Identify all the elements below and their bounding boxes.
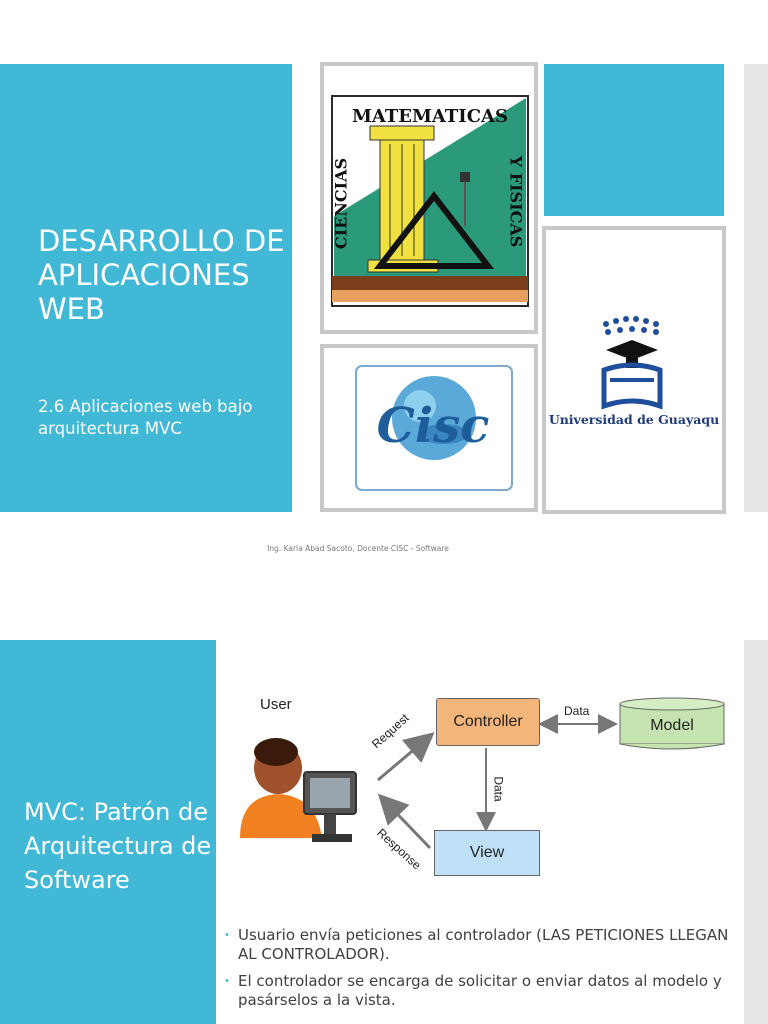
title-panel-2 bbox=[0, 640, 216, 1024]
bullet-dot-icon: • bbox=[224, 976, 230, 987]
bullet-item: • Usuario envía peticiones al controlador… bbox=[222, 926, 732, 964]
cisc-logo bbox=[355, 365, 513, 491]
cisc-logo-frame: Cisc bbox=[320, 344, 538, 512]
math-physics-logo bbox=[331, 95, 529, 307]
data-label-horizontal: Data bbox=[564, 704, 590, 718]
university-logo bbox=[601, 316, 663, 410]
model-box-label: Model bbox=[650, 717, 694, 734]
title-panel bbox=[0, 64, 292, 512]
bullet-text: Usuario envía peticiones al controlador … bbox=[238, 926, 729, 963]
bullet-text: El controlador se encarga de solicitar o… bbox=[238, 972, 722, 1009]
slide-title: DESARROLLO DE APLICACIONES WEB bbox=[38, 224, 285, 326]
university-logo-text: Universidad de Guayaqu bbox=[548, 412, 720, 427]
bullet-list: • Usuario envía peticiones al controlador… bbox=[222, 926, 732, 1018]
math-physics-logo-frame: MATEMATICAS CIENCIAS Y FISICAS bbox=[320, 62, 538, 334]
mvc-diagram: Controller Model View User Request Respo… bbox=[230, 688, 730, 888]
university-logo-frame: Universidad de Guayaqu bbox=[542, 226, 726, 514]
slide2-edge-bar bbox=[744, 640, 768, 1024]
controller-box: Controller bbox=[436, 698, 540, 746]
slide-edge-bar bbox=[744, 64, 768, 512]
cisc-logo-text: Cisc bbox=[376, 398, 490, 454]
model-cylinder bbox=[619, 697, 725, 750]
logo-top-text: MATEMATICAS bbox=[351, 106, 509, 127]
user-label: User bbox=[260, 696, 292, 713]
bullet-dot-icon: • bbox=[224, 930, 230, 941]
bullet-item: • El controlador se encarga de solicitar … bbox=[222, 972, 732, 1010]
logo-right-text: Y FISICAS bbox=[506, 155, 526, 248]
slide-footer: Ing. Karla Abad Sacoto, Docente CISC - S… bbox=[267, 544, 449, 553]
accent-block bbox=[544, 64, 724, 216]
logo-left-text: CIENCIAS bbox=[331, 157, 351, 250]
user-computer-icon bbox=[240, 738, 357, 842]
slide2-title: MVC: Patrón de Arquitectura de Software bbox=[24, 798, 212, 894]
view-box: View bbox=[434, 830, 540, 876]
data-label-vertical: Data bbox=[491, 776, 506, 802]
slide-subtitle: 2.6 Aplicaciones web bajo arquitectura M… bbox=[38, 397, 253, 438]
